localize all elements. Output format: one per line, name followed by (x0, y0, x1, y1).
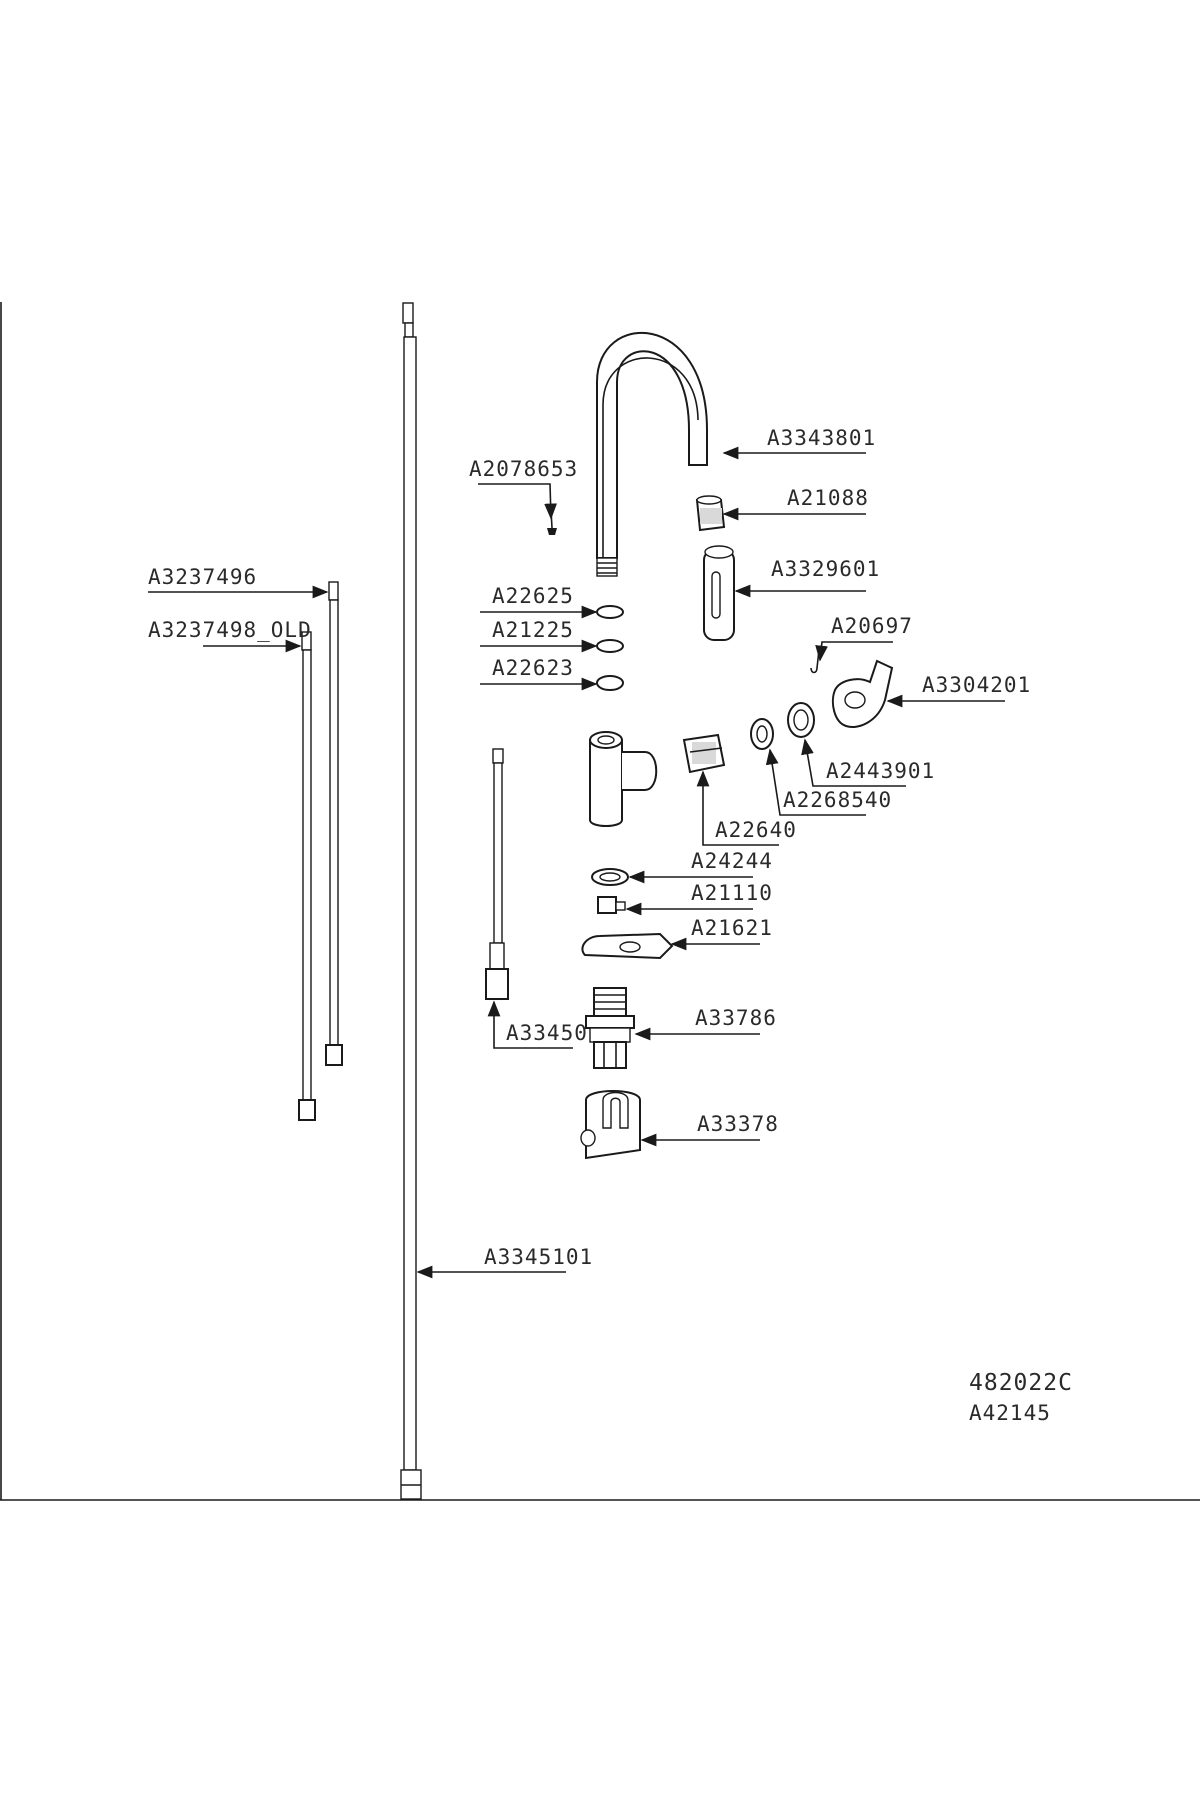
hose-a-part (325, 581, 343, 1066)
small-nut-part (597, 896, 626, 914)
callout-spray-head: A3329601 (734, 557, 880, 598)
callout-o-ring-2: A21225 (480, 618, 598, 653)
callout-ring: A2443901 (801, 738, 935, 787)
ring-part (787, 702, 815, 738)
svg-text:A33450: A33450 (506, 1021, 588, 1045)
svg-text:A20697: A20697 (831, 614, 913, 638)
svg-text:A2268540: A2268540 (783, 788, 892, 812)
washer-part (750, 718, 774, 750)
o-ring-3-part (596, 675, 624, 691)
clip-part (810, 649, 820, 674)
callout-o-ring-1: A22625 (480, 584, 598, 619)
svg-text:A33378: A33378 (697, 1112, 779, 1136)
fixing-bracket-part (580, 1090, 641, 1160)
callout-flex-pipe: A33450 (487, 1000, 588, 1049)
drawing-code-2: A42145 (969, 1401, 1051, 1425)
o-ring-1-part (596, 605, 624, 619)
threaded-shank-part (585, 987, 635, 1069)
svg-text:A3343801: A3343801 (767, 426, 876, 450)
hose-b-part (298, 631, 316, 1121)
svg-text:A2078653: A2078653 (469, 457, 578, 481)
callout-aerator: A21088 (722, 486, 869, 521)
plate-part (581, 932, 674, 960)
svg-text:A21621: A21621 (691, 916, 773, 940)
aerator-part (695, 495, 726, 532)
spray-head-part (703, 545, 735, 641)
base-ring-part (591, 868, 629, 886)
callout-small-pin: A2078653 (469, 457, 578, 520)
svg-text:A21088: A21088 (787, 486, 869, 510)
callout-base-ring: A24244 (628, 849, 773, 884)
small-pin-part (547, 509, 557, 535)
svg-text:A22640: A22640 (715, 818, 797, 842)
callout-hose-a: A3237496 (148, 565, 329, 599)
callout-cartridge: A22640 (696, 770, 797, 846)
callout-plate: A21621 (670, 916, 773, 951)
svg-text:A3329601: A3329601 (771, 557, 880, 581)
svg-text:A24244: A24244 (691, 849, 773, 873)
callout-o-ring-3: A22623 (480, 656, 598, 691)
valve-body-part (589, 731, 658, 827)
callout-washer: A2268540 (765, 748, 892, 816)
callout-fixing-bracket: A33378 (640, 1112, 779, 1147)
svg-text:A3237496: A3237496 (148, 565, 257, 589)
long-rod-part (400, 302, 422, 1500)
svg-text:A3237498_OLD: A3237498_OLD (148, 618, 312, 642)
svg-text:A21110: A21110 (691, 881, 773, 905)
callout-long-rod: A3345101 (416, 1245, 593, 1279)
cartridge-part (682, 733, 726, 774)
flex-pipe-part (485, 748, 509, 1000)
handle-part (831, 659, 894, 728)
svg-text:A2443901: A2443901 (826, 759, 935, 783)
svg-text:A3304201: A3304201 (922, 673, 1031, 697)
o-ring-2-part (596, 639, 624, 653)
callout-spout: A3343801 (722, 426, 876, 460)
callout-threaded-shank: A33786 (634, 1006, 777, 1041)
svg-text:A22625: A22625 (492, 584, 574, 608)
svg-text:A33786: A33786 (695, 1006, 777, 1030)
callout-handle: A3304201 (886, 673, 1031, 708)
callout-clip: A20697 (815, 614, 913, 662)
callout-small-nut: A21110 (625, 881, 773, 916)
svg-text:A3345101: A3345101 (484, 1245, 593, 1269)
spout-part (596, 331, 708, 577)
callout-hose-b: A3237498_OLD (148, 618, 312, 653)
svg-text:A21225: A21225 (492, 618, 574, 642)
svg-text:A22623: A22623 (492, 656, 574, 680)
drawing-code-1: 482022C (969, 1370, 1073, 1396)
